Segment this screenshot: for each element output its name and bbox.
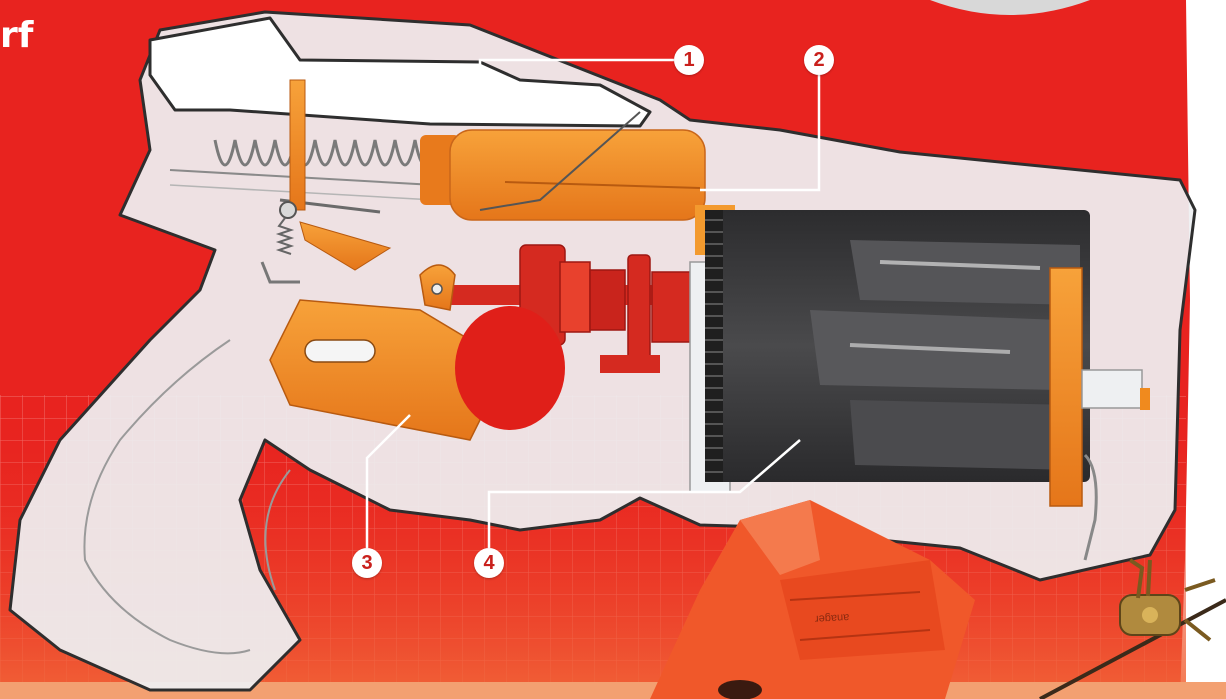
box-print-text: anager xyxy=(815,611,850,625)
callout-2: 2 xyxy=(804,45,834,75)
page-heading-fragment: rf xyxy=(0,18,33,54)
callout-4: 4 xyxy=(474,548,504,578)
callout-1: 1 xyxy=(674,45,704,75)
callout-3: 3 xyxy=(352,548,382,578)
